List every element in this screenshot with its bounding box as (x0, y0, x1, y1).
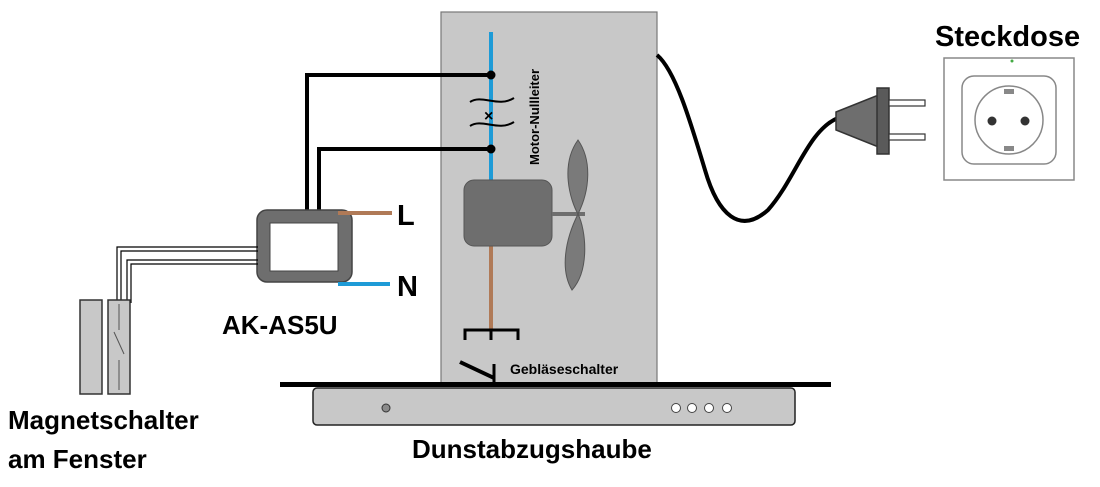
outlet-hole-left (987, 116, 997, 126)
magnet-reed-lever (113, 331, 125, 355)
magnet-wire-outer-2 (120, 250, 258, 303)
outlet-socket-icon (974, 85, 1044, 155)
magnet-switch-part-left (79, 299, 103, 395)
hood-lower-body (312, 387, 796, 426)
plug-body (835, 95, 881, 147)
outlet-label: Steckdose (935, 21, 1081, 53)
fan-blade-icon (564, 139, 589, 291)
relay-wire-lower (317, 147, 491, 213)
outlet-earth-bottom (1004, 146, 1014, 151)
plug-pin-upper (888, 99, 926, 107)
blower-switch-label: Gebläseschalter (510, 361, 619, 377)
magnet-wire-inner (126, 259, 258, 303)
magnet-wire-outer (116, 246, 258, 303)
phase-label: L (397, 200, 415, 232)
plug-pin-lower (888, 133, 926, 141)
hood-label: Dunstabzugshaube (412, 434, 652, 464)
relay-window (269, 222, 339, 272)
outlet-earth-top (1004, 89, 1014, 94)
hood-button-2 (687, 403, 697, 413)
magnet-wire-inner-2 (130, 263, 258, 303)
hood-indicator-light (381, 403, 391, 413)
junction-dot-lower (486, 144, 496, 154)
magnet-switch-label-line1: Magnetschalter (8, 405, 199, 435)
outlet-hole-right (1020, 116, 1030, 126)
fan-motor (463, 179, 553, 247)
junction-dot-upper (486, 70, 496, 80)
magnet-switch-part-right (107, 299, 131, 395)
relay-model-label: AK-AS5U (222, 310, 338, 340)
hood-button-1 (671, 403, 681, 413)
motor-neutral-label: Motor-Nullleiter (527, 68, 542, 165)
power-cord (655, 53, 839, 223)
hood-button-3 (704, 403, 714, 413)
relay-wire-upper (305, 73, 491, 213)
blower-switch-lever (459, 360, 495, 380)
wire-cut-x: × (484, 108, 493, 125)
magnet-switch-label-line2: am Fenster (8, 444, 147, 474)
neutral-label: N (397, 271, 418, 303)
wire-break-mark-upper (469, 97, 515, 103)
hood-top-edge (280, 382, 831, 387)
plug-grip (876, 87, 890, 155)
outlet-marker-dot (1010, 59, 1014, 63)
hood-button-4 (722, 403, 732, 413)
wire-break-mark-lower (469, 121, 515, 127)
